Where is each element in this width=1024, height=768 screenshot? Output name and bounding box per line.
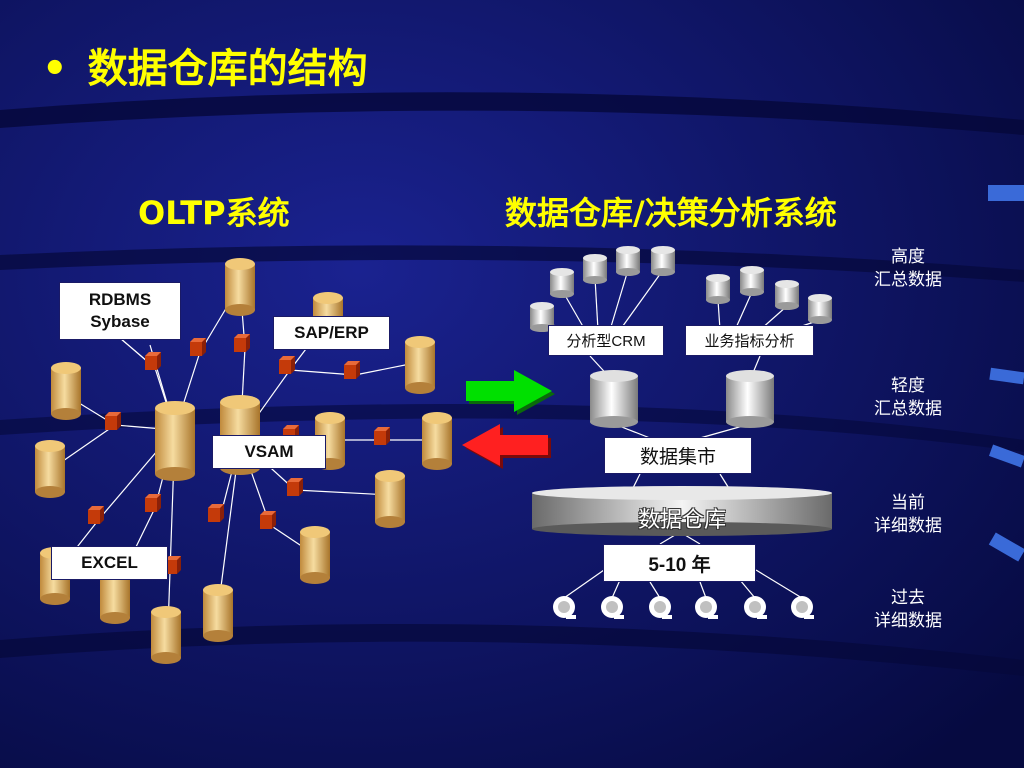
- sap-erp-label: SAP/ERP: [273, 316, 390, 350]
- database-icon: [775, 280, 799, 310]
- page-title: • 数据仓库的结构: [42, 36, 368, 94]
- database-icon: [225, 258, 255, 316]
- query-icons: [553, 596, 814, 619]
- data-mart-label: 数据集市: [604, 437, 752, 474]
- database-icon: [151, 606, 181, 664]
- server-node-icon: [344, 361, 360, 379]
- dw-source-databases: [530, 246, 832, 332]
- sybase-label: Sybase: [90, 312, 150, 331]
- excel-label: EXCEL: [51, 546, 168, 580]
- server-node-icon: [190, 338, 206, 356]
- server-node-icon: [145, 352, 161, 370]
- database-icon: [616, 246, 640, 276]
- database-icon: [550, 268, 574, 298]
- server-node-icon: [279, 356, 295, 374]
- data-mart-database-icon: [590, 370, 638, 428]
- database-icon: [651, 246, 675, 276]
- query-icon: [695, 596, 718, 619]
- vsam-label: VSAM: [212, 435, 326, 469]
- level-high-line2: 汇总数据: [874, 270, 942, 290]
- level-current-line1: 当前: [891, 493, 925, 513]
- oltp-heading: OLTP系统: [138, 194, 290, 232]
- database-icon: [300, 526, 330, 584]
- data-warehouse-disk: [532, 486, 832, 536]
- level-highly-summarized: 高度 汇总数据: [864, 246, 952, 292]
- server-node-icon: [105, 412, 121, 430]
- server-node-icon: [287, 478, 303, 496]
- server-node-icon: [145, 494, 161, 512]
- arrow-left-icon: [462, 424, 551, 469]
- crm-label: 分析型CRM: [548, 325, 664, 356]
- title-text: 数据仓库的结构: [87, 46, 368, 92]
- database-icon: [203, 584, 233, 642]
- data-mart-database-icon: [726, 370, 774, 428]
- query-icon: [649, 596, 672, 619]
- dw-heading: 数据仓库/决策分析系统: [505, 194, 837, 232]
- database-icon: [808, 294, 832, 324]
- level-lightly-summarized: 轻度 汇总数据: [864, 375, 952, 421]
- level-high-line1: 高度: [891, 247, 925, 267]
- arrow-right-icon: [466, 370, 555, 415]
- query-icon: [791, 596, 814, 619]
- server-node-icon: [208, 504, 224, 522]
- database-icon: [422, 412, 452, 470]
- server-node-icon: [374, 427, 390, 445]
- level-current-detail: 当前 详细数据: [864, 492, 952, 538]
- query-icon: [601, 596, 624, 619]
- database-icon: [375, 470, 405, 528]
- level-light-line1: 轻度: [891, 376, 925, 396]
- database-icon: [35, 440, 65, 498]
- server-node-icon: [234, 334, 250, 352]
- database-icon: [706, 274, 730, 304]
- level-past-line2: 详细数据: [874, 611, 942, 631]
- kpi-analysis-label: 业务指标分析: [685, 325, 814, 356]
- database-icon: [740, 266, 764, 296]
- query-icon: [553, 596, 576, 619]
- database-icon: [155, 401, 195, 481]
- rdbms-label-box: RDBMS Sybase: [59, 282, 181, 340]
- server-node-icon: [260, 511, 276, 529]
- data-warehouse-label: 数据仓库: [637, 508, 726, 533]
- level-past-line1: 过去: [891, 588, 925, 608]
- query-icon: [744, 596, 767, 619]
- level-current-line2: 详细数据: [874, 516, 942, 536]
- title-bullet: •: [42, 46, 68, 92]
- rdbms-label: RDBMS: [88, 290, 152, 309]
- database-icon: [405, 336, 435, 394]
- level-light-line2: 汇总数据: [874, 399, 942, 419]
- server-node-icon: [88, 506, 104, 524]
- years-label: 5-10 年: [603, 544, 756, 582]
- database-icon: [51, 362, 81, 420]
- level-past-detail: 过去 详细数据: [864, 587, 952, 633]
- database-icon: [583, 254, 607, 284]
